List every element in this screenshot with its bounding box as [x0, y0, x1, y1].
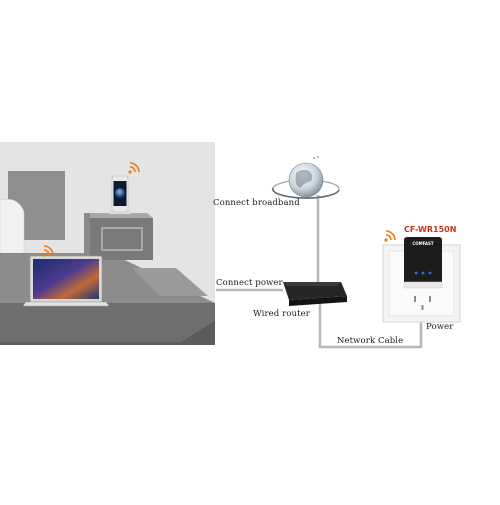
room-scene: [0, 142, 215, 345]
nightstand-drawer: [101, 227, 143, 251]
model-label: CF-WR150N: [404, 225, 457, 234]
lan-cable: [318, 302, 423, 349]
connect-broadband-label: Connect broadband: [213, 198, 300, 208]
phone-icon: [109, 175, 131, 214]
wifi-signal-icon: [42, 245, 54, 257]
laptop-icon: [22, 255, 110, 307]
pillow: [0, 198, 25, 261]
bed-base: [0, 320, 215, 345]
bed-side: [0, 303, 215, 342]
network-cables: [216, 195, 423, 349]
floor-rug: [132, 268, 208, 296]
nightstand-side: [84, 213, 90, 260]
extender-brand-text: COMFAST: [412, 241, 434, 246]
wifi-signal-icon: [128, 162, 140, 174]
connect-power-label: Connect power: [216, 278, 283, 288]
wired-router-label: Wired router: [253, 309, 310, 319]
extender-icon: COMFAST: [382, 237, 461, 323]
nightstand-top: [84, 213, 153, 218]
globe-icon: [272, 156, 340, 199]
network-cable-label: Network Cable: [337, 336, 404, 346]
nightstand-front: [90, 218, 153, 260]
router-icon: [283, 282, 347, 306]
wifi-signal-icon: [384, 230, 396, 242]
power-label: Power: [426, 322, 454, 332]
